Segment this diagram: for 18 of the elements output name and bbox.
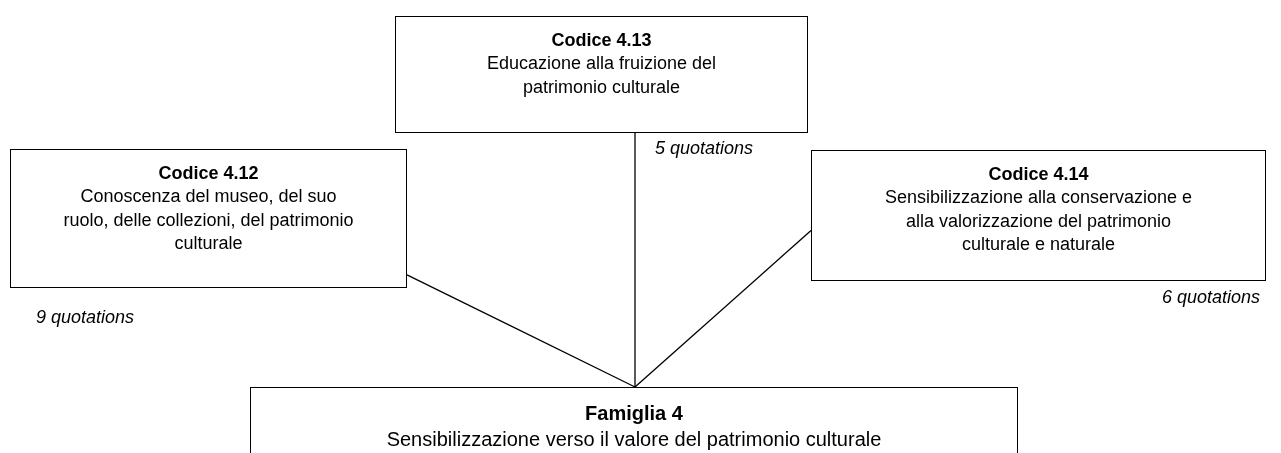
quotation-count: 6 quotations [1160, 286, 1260, 309]
quotation-count: 9 quotations [36, 306, 136, 329]
connector-line [634, 229, 812, 388]
code-box [395, 16, 808, 133]
box-heading: Codice 4.13 [551, 29, 652, 52]
quotation-count: 5 quotations [655, 137, 755, 160]
box-description: Conoscenza del museo, del suo ruolo, delle collezioni, del patrimonio culturale [62, 185, 355, 256]
box-heading: Codice 4.14 [988, 163, 1089, 186]
code-box [811, 150, 1266, 281]
box-heading: Codice 4.12 [158, 162, 259, 185]
box-heading: Famiglia 4 [585, 401, 683, 426]
connector-line [634, 132, 636, 388]
box-description: Sensibilizzazione alla conservazione e alla valorizzazione del patrimonio culturale e naturale [883, 186, 1194, 257]
box-description: Educazione alla fruizione del patrimonio culturale [485, 52, 718, 99]
connector-line [406, 274, 636, 388]
box-description: Sensibilizzazione verso il valore del patrimonio culturale [386, 427, 882, 452]
code-box [10, 149, 407, 288]
code-box [250, 387, 1018, 453]
